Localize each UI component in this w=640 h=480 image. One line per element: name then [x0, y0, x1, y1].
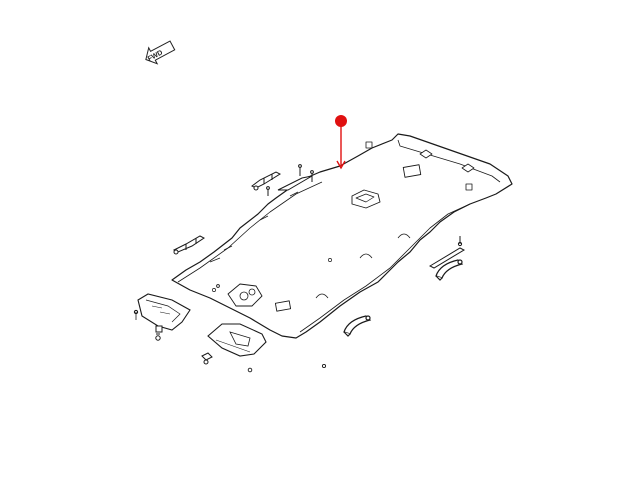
grab-handle-right-upper [435, 259, 464, 281]
front-handle-upper [251, 171, 282, 191]
grab-handle-left [172, 235, 205, 255]
clip-strip-upper [277, 164, 314, 191]
sun-visor-right [207, 323, 267, 357]
screw-icon [266, 186, 270, 196]
visor-clip-left [155, 325, 163, 341]
callout-marker[interactable] [335, 115, 347, 170]
screw-icon [216, 284, 327, 373]
headliner-panel [171, 133, 513, 339]
visor-clip-right [201, 352, 213, 365]
direction-arrow-icon: FWD [145, 40, 176, 65]
sun-visor-left [133, 293, 191, 331]
assist-strap-right [428, 236, 466, 269]
callout-dot[interactable] [335, 115, 347, 127]
grab-handle-right-lower [343, 315, 372, 337]
